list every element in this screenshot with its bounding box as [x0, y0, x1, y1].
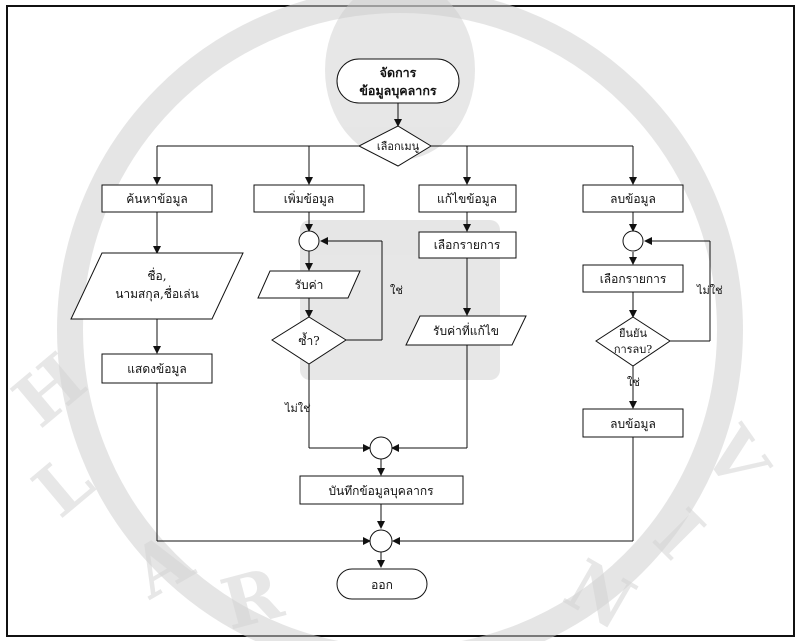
save-label: บันทึกข้อมูลบุคลากร [328, 484, 434, 499]
edit-label: แก้ไขข้อมูล [437, 192, 497, 207]
exit-label: ออก [371, 578, 393, 592]
bottom-merge-connector [369, 529, 393, 553]
search-process: ค้นหาข้อมูล [101, 184, 213, 213]
start-terminal: จัดการ ข้อมูลบุคลากร [336, 58, 460, 104]
start-label-line2: ข้อมูลบุคลากร [359, 83, 436, 99]
add-no-label: ไม่ใช่ [284, 402, 311, 415]
menu-label: เลือกเมนู [377, 140, 420, 153]
show-process: แสดงข้อมูล [101, 353, 213, 384]
delete-confirmed-label: ลบข้อมูล [610, 417, 656, 432]
show-label: แสดงข้อมูล [127, 362, 186, 377]
edit-process: แก้ไขข้อมูล [418, 184, 517, 213]
menu-decision: เลือกเมนู [357, 125, 432, 167]
add-process: เพิ่มข้อมูล [253, 184, 365, 213]
duplicate-label: ซ้ำ? [298, 332, 319, 348]
delete-confirmed-process: ลบข้อมูล [582, 408, 684, 438]
receive-label: รับค่า [295, 278, 324, 292]
search-input-line2: นามสกุล,ชื่อเล่น [115, 285, 199, 302]
edit-select-process: เลือกรายการ [418, 231, 517, 259]
merge-connector [369, 436, 393, 460]
delete-no-label: ไม่ใช่ [696, 284, 723, 297]
connector-lines [153, 103, 711, 568]
search-label: ค้นหาข้อมูล [126, 192, 188, 207]
delete-yes-label: ใช่ [627, 376, 640, 389]
delete-label: ลบข้อมูล [610, 192, 656, 207]
receive-edit-input: รับค่าที่แก้ไข [405, 315, 527, 346]
delete-loop-connector [622, 230, 644, 252]
delete-process: ลบข้อมูล [582, 184, 684, 213]
search-input: ชื่อ, นามสกุล,ชื่อเล่น [70, 252, 244, 320]
delete-select-label: เลือกรายการ [600, 272, 667, 286]
receive-input: รับค่า [257, 270, 361, 299]
save-process: บันทึกข้อมูลบุคลากร [299, 475, 464, 505]
add-loop-connector [298, 230, 320, 252]
search-input-line1: ชื่อ, [147, 267, 166, 283]
confirm-label-line1: ยืนยัน [619, 327, 647, 340]
delete-select-process: เลือกรายการ [582, 264, 684, 293]
edit-select-label: เลือกรายการ [434, 238, 501, 252]
exit-terminal: ออก [336, 568, 428, 600]
confirm-decision: ยืนยัน การลบ? [595, 316, 671, 367]
receive-edit-label: รับค่าที่แก้ไข [433, 322, 499, 338]
duplicate-decision: ซ้ำ? [271, 316, 347, 365]
start-label-line1: จัดการ [380, 65, 417, 80]
add-label: เพิ่มข้อมูล [284, 190, 335, 207]
confirm-label-line2: การลบ? [614, 343, 652, 356]
add-yes-label: ใช่ [390, 284, 403, 297]
